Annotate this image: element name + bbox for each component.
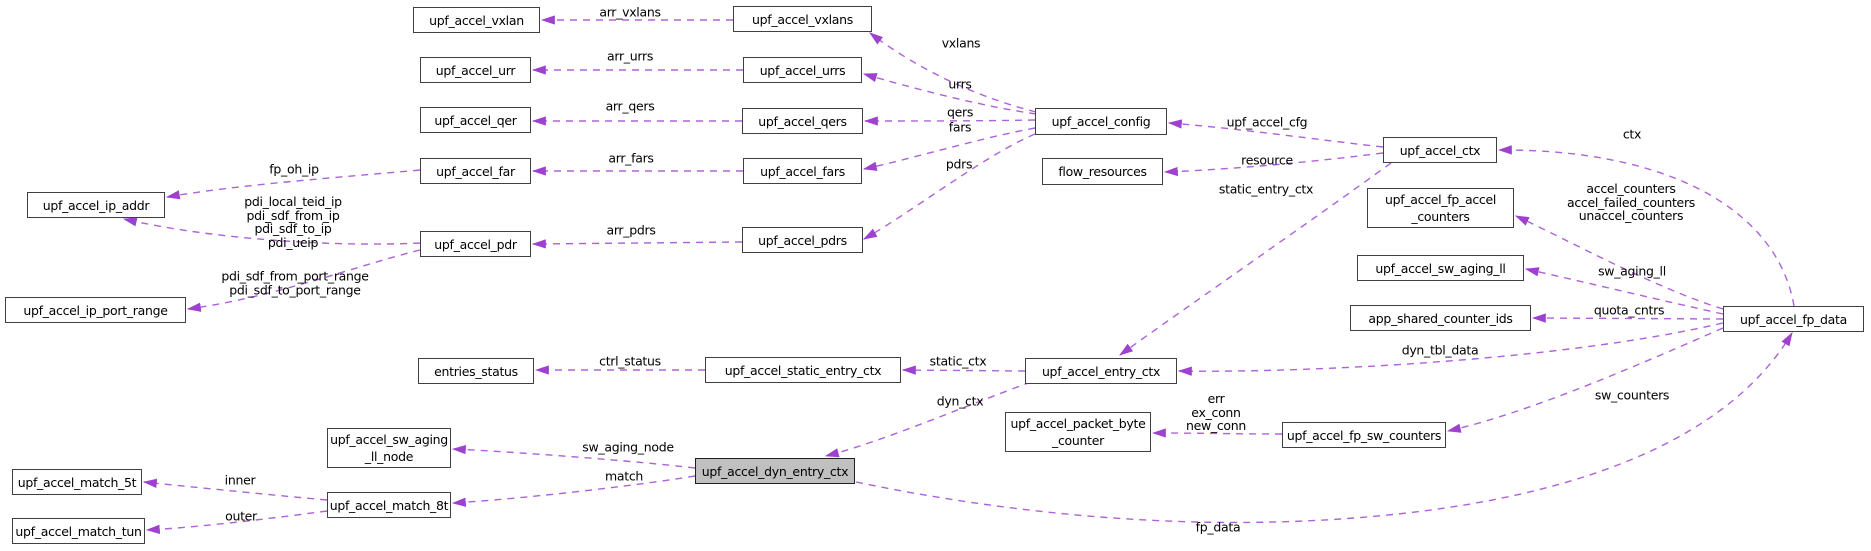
edge-sw-counters [1446,327,1724,433]
edge-label-pdi-port-ranges: pdi_sdf_from_port_range pdi_sdf_to_port_… [221,268,369,297]
node-entries_status[interactable]: entries_status [418,358,534,384]
edge-qers [863,116,1036,126]
node-upf_accel_sw_aging_ll_node[interactable]: upf_accel_sw_aging _ll_node [327,428,451,468]
edge-label-arr-pdrs: arr_pdrs [606,222,656,238]
node-upf_accel_entry_ctx[interactable]: upf_accel_entry_ctx [1025,358,1177,384]
edge-pdrs [862,133,1036,240]
edge-label-upf-accel-cfg: upf_accel_cfg [1226,114,1308,130]
edge-paths [122,15,1795,534]
node-upf_accel_ctx[interactable]: upf_accel_ctx [1383,137,1497,163]
edge-label-urrs: urrs [948,76,972,92]
edge-label-arr-fars: arr_fars [608,150,654,166]
edge-label-qers: qers [946,104,974,120]
node-upf_accel_urrs[interactable]: upf_accel_urrs [743,57,862,83]
edge-resource [1163,152,1384,177]
edge-label-dyn-tbl-data: dyn_tbl_data [1401,342,1479,358]
edge-match [451,475,696,507]
edge-pdi-ips [122,217,421,245]
node-upf_accel_fp_accel_counters[interactable]: upf_accel_fp_accel _counters [1367,188,1514,228]
node-upf_accel_pdrs[interactable]: upf_accel_pdrs [742,227,863,253]
node-upf_accel_match_8t[interactable]: upf_accel_match_8t [327,492,451,518]
edge-outer [145,510,328,534]
node-upf_accel_ip_port_range[interactable]: upf_accel_ip_port_range [5,297,186,323]
edge-label-arr-urrs: arr_urrs [606,48,654,64]
edge-dyn-tbl-data [1177,322,1724,376]
edge-label-fars: fars [948,119,972,135]
node-upf_accel_dyn_entry_ctx: upf_accel_dyn_entry_ctx [695,458,855,484]
node-upf_accel_static_entry_ctx[interactable]: upf_accel_static_entry_ctx [705,357,901,383]
node-upf_accel_match_tun[interactable]: upf_accel_match_tun [12,518,145,544]
edge-label-dyn-ctx: dyn_ctx [936,393,984,409]
edge-fp-data [855,331,1793,524]
node-flow_resources[interactable]: flow_resources [1042,158,1163,185]
edge-quota-cntrs [1531,313,1724,323]
edge-arr-pdrs [531,239,743,249]
edge-label-inner: inner [224,472,256,488]
node-upf_accel_packet_byte_counter[interactable]: upf_accel_packet_byte _counter [1005,412,1151,452]
edge-label-ctx: ctx [1622,126,1642,142]
edge-label-pdrs: pdrs [945,156,973,172]
edge-static-entry-ctx [1119,162,1392,356]
node-upf_accel_urr[interactable]: upf_accel_urr [420,57,531,83]
edge-label-fp-data: fp_data [1195,519,1241,535]
edge-label-sw-counters: sw_counters [1594,387,1670,403]
edge-dyn-ctx [824,381,1032,458]
edge-label-quota-cntrs: quota_cntrs [1593,302,1665,318]
edge-urrs [862,73,1037,115]
edge-static-ctx [901,365,1026,375]
edge-label-err-conns: err ex_conn new_conn [1185,390,1247,433]
node-upf_accel_vxlan[interactable]: upf_accel_vxlan [413,7,540,33]
node-upf_accel_config[interactable]: upf_accel_config [1035,108,1167,135]
edge-label-static-ctx: static_ctx [929,353,987,369]
edge-label-static-entry-ctx: static_entry_ctx [1218,181,1314,197]
node-upf_accel_fp_sw_counters[interactable]: upf_accel_fp_sw_counters [1282,422,1446,448]
node-upf_accel_qer[interactable]: upf_accel_qer [420,107,531,133]
node-upf_accel_far[interactable]: upf_accel_far [420,158,531,184]
edge-label-vxlans: vxlans [941,35,981,51]
edge-fp-oh-ip [165,169,421,200]
edge-fars [862,127,1036,171]
edge-sw-aging-ll [1524,267,1724,315]
edge-label-outer: outer [225,508,257,524]
edge-label-sw-aging-ll: sw_aging_ll [1598,263,1666,279]
edge-label-arr-vxlans: arr_vxlans [599,4,661,20]
edge-accel-counters [1514,215,1724,310]
node-app_shared_counter_ids[interactable]: app_shared_counter_ids [1350,305,1531,331]
edge-err-conns [1151,428,1283,438]
edge-label-match: match [604,468,644,484]
edge-label-fp-oh-ip: fp_oh_ip [269,161,319,177]
edge-label-accel-counters: accel_counters accel_failed_counters una… [1566,180,1696,223]
node-upf_accel_ip_addr[interactable]: upf_accel_ip_addr [27,192,165,218]
edge-label-pdi-ips: pdi_local_teid_ip pdi_sdf_from_ip pdi_sd… [244,194,342,250]
edge-label-arr-qers: arr_qers [605,98,655,114]
node-upf_accel_sw_aging_ll[interactable]: upf_accel_sw_aging_ll [1357,255,1524,281]
node-upf_accel_pdr[interactable]: upf_accel_pdr [420,231,531,257]
edge-inner [142,478,328,501]
edge-sw-aging-node [451,444,696,469]
edge-label-resource: resource [1241,152,1293,168]
node-upf_accel_fp_data[interactable]: upf_accel_fp_data [1723,306,1864,332]
edge-label-sw-aging-node: sw_aging_node [582,439,674,455]
edge-upf-accel-cfg [1167,119,1384,148]
node-upf_accel_match_5t[interactable]: upf_accel_match_5t [12,469,142,495]
node-upf_accel_qers[interactable]: upf_accel_qers [742,108,863,134]
edge-pdi-port-ranges [186,249,421,312]
node-upf_accel_vxlans[interactable]: upf_accel_vxlans [733,6,872,32]
node-upf_accel_fars[interactable]: upf_accel_fars [743,158,862,184]
edge-label-ctrl-status: ctrl_status [599,353,661,369]
edge-ctx [1497,145,1795,307]
